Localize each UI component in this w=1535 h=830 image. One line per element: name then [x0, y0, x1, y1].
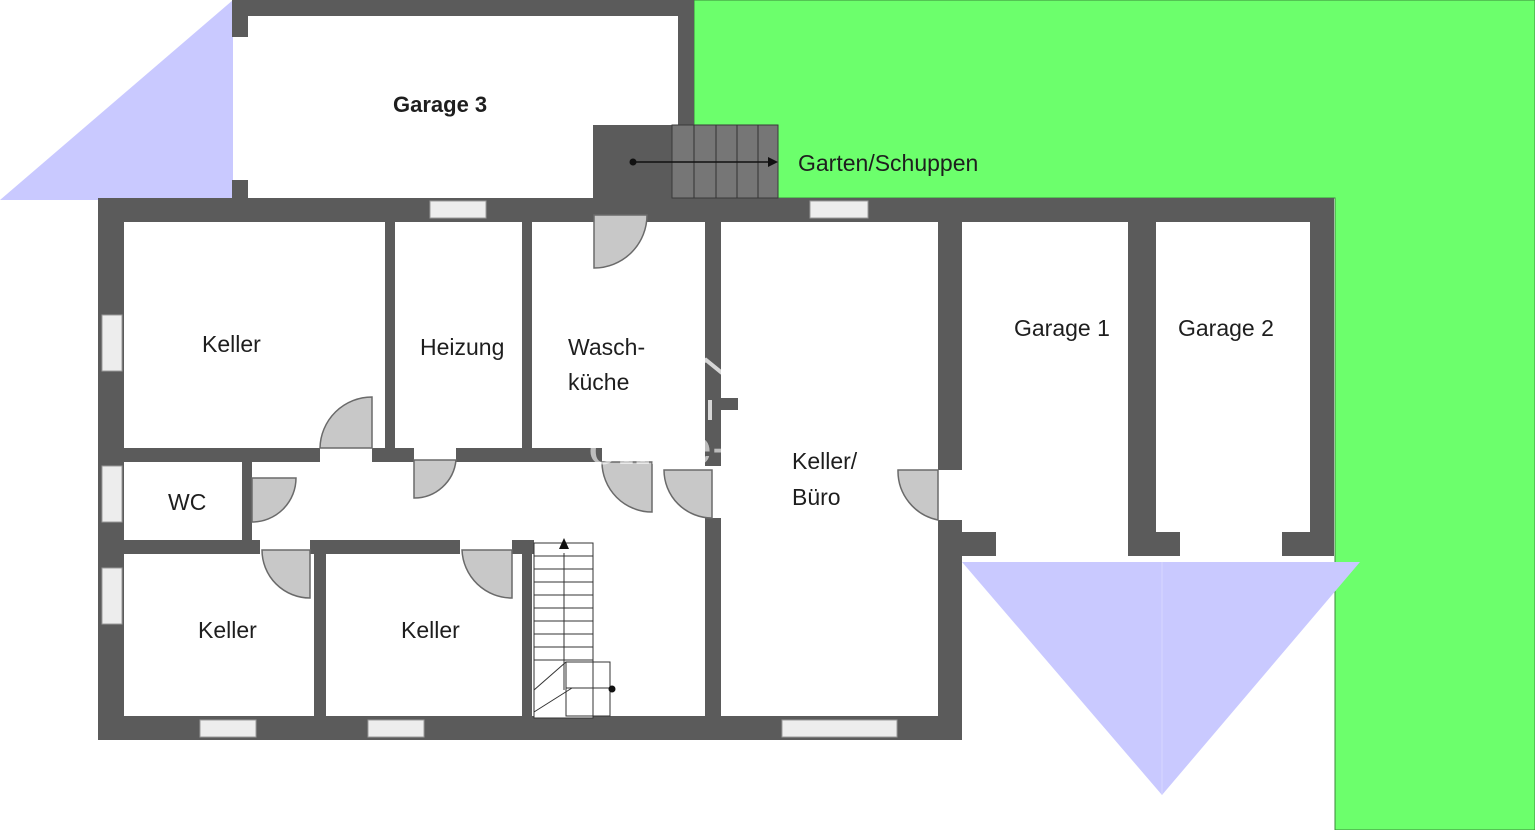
room-label-heizung: Heizung — [420, 334, 505, 360]
room-label-waschkueche-line1: Wasch- — [568, 334, 646, 360]
watermark-logo — [624, 357, 842, 420]
room-label-wc: WC — [168, 489, 207, 515]
room-label-keller-buero-line1: Keller/ — [792, 448, 858, 474]
room-label-garage-3: Garage 3 — [393, 92, 488, 117]
room-label-waschkueche-line2: küche — [568, 369, 630, 395]
walls — [98, 0, 1334, 740]
doors — [251, 214, 939, 599]
room-label-garage-1: Garage 1 — [1014, 315, 1110, 341]
room-label-garage-2: Garage 2 — [1178, 315, 1274, 341]
room-label-keller-bottom-left: Keller — [198, 617, 257, 643]
indoor-stairs — [533, 538, 616, 719]
view-cone-bottom — [962, 562, 1360, 795]
room-label-keller-bottom-mid: Keller — [401, 617, 460, 643]
view-cone-left — [0, 0, 233, 200]
windows — [101, 200, 898, 738]
room-label-keller-buero-line2: Büro — [792, 484, 841, 510]
room-label-keller-top: Keller — [202, 331, 261, 357]
room-label-garden: Garten/Schuppen — [798, 150, 979, 176]
outdoor-stairs — [629, 124, 779, 199]
